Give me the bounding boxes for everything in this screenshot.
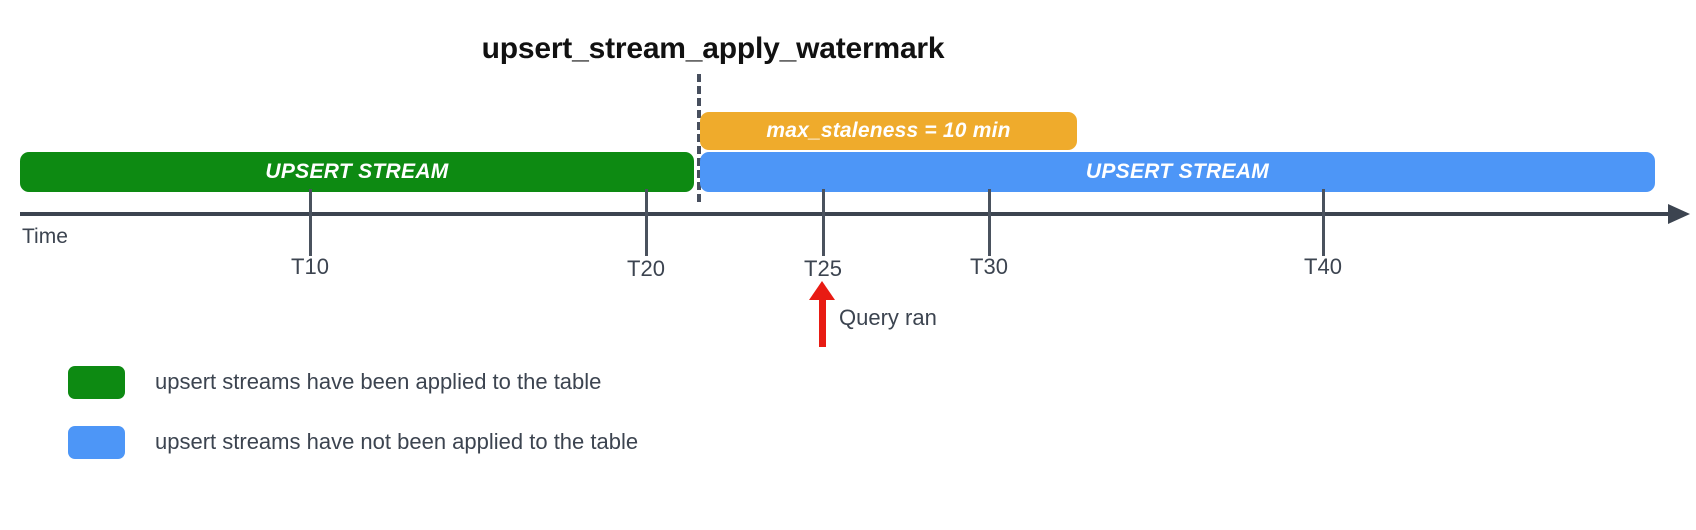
axis-tick (988, 189, 991, 256)
axis-tick (645, 189, 648, 256)
upsert-stream-not-applied-bar: UPSERT STREAM (700, 152, 1655, 192)
query-ran-arrow-shaft (819, 295, 826, 347)
legend-label: upsert streams have been applied to the … (155, 369, 602, 394)
legend-label: upsert streams have not been applied to … (155, 429, 639, 454)
max-staleness-bar: max_staleness = 10 min (700, 112, 1077, 150)
axis-tick (822, 189, 825, 256)
axis-tick-label: T10 (291, 254, 329, 279)
query-ran-arrow-icon (809, 281, 835, 300)
axis-tick-label: T25 (804, 256, 842, 281)
legend-swatch-green (68, 365, 125, 399)
legend-swatch-blue (68, 425, 125, 459)
watermark-dotted-line (697, 74, 701, 202)
axis-tick-label: T40 (1304, 254, 1342, 279)
time-axis-line (20, 212, 1677, 216)
upsert-stream-applied-bar: UPSERT STREAM (20, 152, 694, 192)
axis-tick-label: T20 (627, 256, 665, 281)
legend: upsert streams have been applied to the … (68, 352, 638, 472)
legend-item-applied: upsert streams have been applied to the … (68, 352, 638, 412)
legend-item-not-applied: upsert streams have not been applied to … (68, 412, 638, 472)
query-ran-label: Query ran (839, 305, 937, 330)
axis-tick-label: T30 (970, 254, 1008, 279)
axis-tick (1322, 189, 1325, 256)
time-axis-label: Time (22, 225, 68, 248)
axis-tick (309, 189, 312, 256)
diagram-title: upsert_stream_apply_watermark (481, 32, 945, 65)
time-axis-arrow-icon (1668, 204, 1690, 224)
